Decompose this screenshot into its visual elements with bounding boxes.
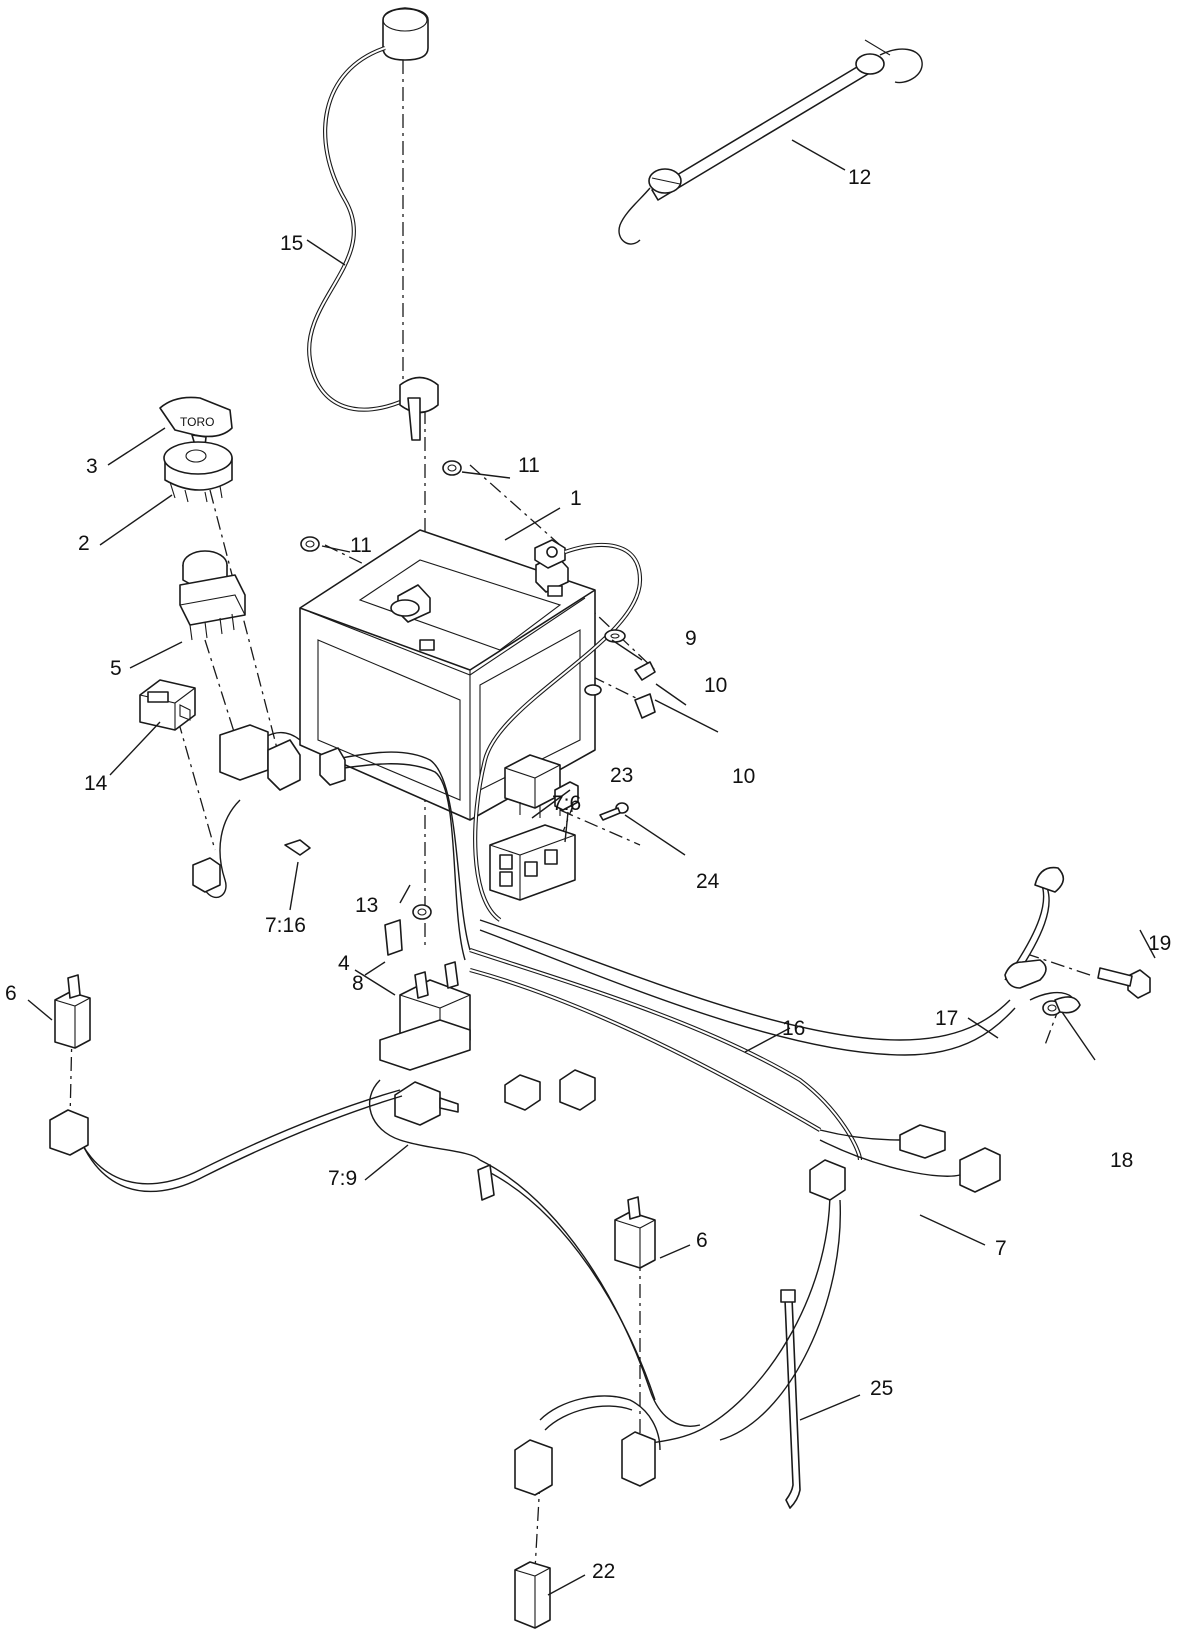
callout-15: 15 bbox=[280, 232, 303, 255]
callout-10-lower: 10 bbox=[732, 765, 755, 788]
fuse bbox=[554, 781, 579, 816]
callout-1: 1 bbox=[570, 487, 582, 510]
callout-11-upper: 11 bbox=[518, 454, 540, 477]
callout-19: 19 bbox=[1148, 932, 1171, 955]
battery bbox=[299, 529, 596, 821]
callout-7-9: 7:9 bbox=[328, 1167, 357, 1190]
callout-7: 7 bbox=[995, 1237, 1007, 1260]
hardware bbox=[300, 460, 1151, 1016]
callout-10-upper: 10 bbox=[704, 674, 727, 697]
callout-5: 5 bbox=[110, 657, 122, 680]
callout-23: 23 bbox=[610, 764, 633, 787]
bungee-hook-rod bbox=[618, 39, 923, 245]
callout-24: 24 bbox=[696, 870, 720, 893]
fuse-block-screw bbox=[599, 802, 629, 821]
cable-tie bbox=[780, 1289, 801, 1509]
interlock-switch-left bbox=[54, 974, 91, 1049]
leader-lines bbox=[27, 139, 1156, 1596]
callout-3: 3 bbox=[86, 455, 98, 478]
callout-2: 2 bbox=[78, 532, 90, 555]
wiring-harness bbox=[49, 724, 1081, 1496]
callout-11-lower: 11 bbox=[350, 534, 372, 557]
key-brand-label: TORO bbox=[180, 415, 214, 429]
callout-7-6: 7:6 bbox=[552, 792, 581, 815]
callout-25: 25 bbox=[870, 1377, 893, 1400]
callout-6-right: 6 bbox=[696, 1229, 708, 1252]
assembly-lines bbox=[69, 60, 1091, 1571]
callout-8: 8 bbox=[352, 972, 364, 995]
pto-switch bbox=[179, 550, 246, 641]
callout-9: 9 bbox=[685, 627, 697, 650]
callout-14: 14 bbox=[84, 772, 108, 795]
callout-7-16: 7:16 bbox=[265, 914, 306, 937]
callout-22: 22 bbox=[592, 1560, 615, 1583]
battery-cable-boot bbox=[307, 7, 439, 441]
callout-13: 13 bbox=[355, 894, 378, 917]
callout-12: 12 bbox=[848, 166, 871, 189]
callout-labels: 1 2 3 4 5 6 6 7 7:6 7:9 7:16 8 9 10 10 1… bbox=[5, 166, 1171, 1583]
starter-solenoid bbox=[379, 961, 471, 1071]
positive-battery-cable bbox=[473, 539, 643, 922]
callout-4: 4 bbox=[338, 952, 350, 975]
fuse-relay-block bbox=[489, 824, 576, 901]
harness-connector-22 bbox=[514, 1561, 551, 1629]
hour-meter bbox=[139, 679, 196, 731]
interlock-switch-right bbox=[614, 1196, 656, 1269]
callout-17: 17 bbox=[935, 1007, 958, 1030]
callout-16: 16 bbox=[782, 1017, 805, 1040]
diode bbox=[394, 1081, 459, 1126]
ignition-switch bbox=[163, 441, 233, 503]
callout-6-left: 6 bbox=[5, 982, 17, 1005]
callout-18: 18 bbox=[1110, 1149, 1133, 1172]
